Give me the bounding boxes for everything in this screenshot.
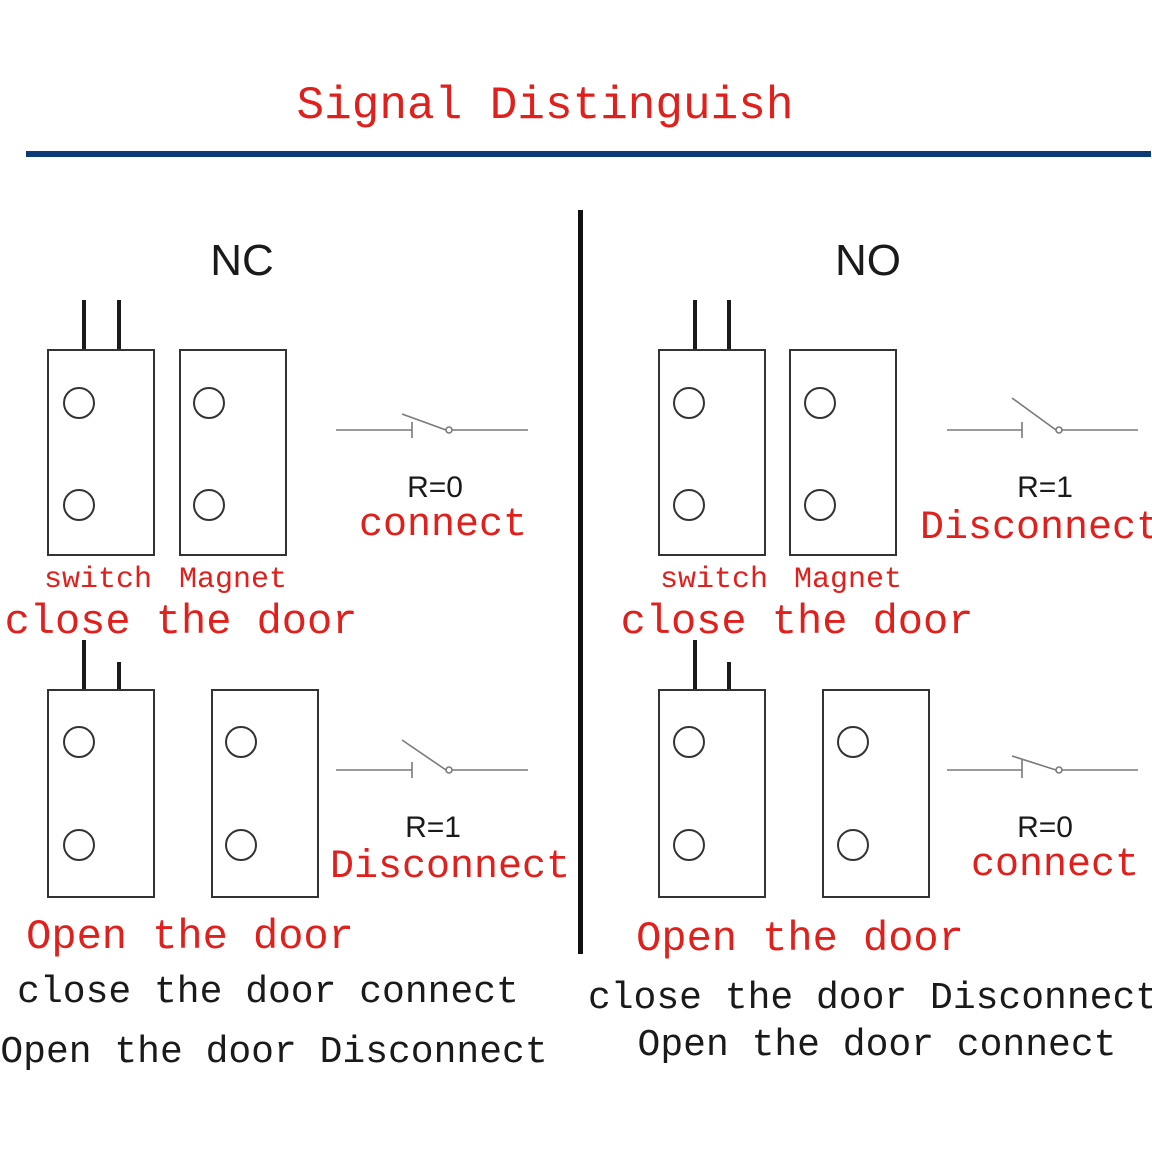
nc-open-switch <box>47 640 155 898</box>
nc-heading: NC <box>210 236 274 285</box>
no-magnet-label: Magnet <box>794 563 902 597</box>
title-rule <box>26 151 1151 157</box>
nc-summary-line-1: close the door connect <box>17 971 519 1014</box>
nc-closed-magnet <box>179 349 287 556</box>
nc-open-switch-symbol <box>336 739 528 778</box>
no-summary-line-1: close the door Disconnect <box>588 977 1152 1020</box>
no-open-caption: Open the door <box>636 915 964 963</box>
nc-closed-switch <box>47 300 155 556</box>
nc-closed-switch-symbol <box>336 413 528 438</box>
no-closed-state: Disconnect <box>920 506 1152 551</box>
nc-magnet-label: Magnet <box>179 563 287 597</box>
nc-switch-label: switch <box>44 563 152 597</box>
center-divider <box>578 210 583 954</box>
no-closed-switch <box>658 300 766 556</box>
no-closed-magnet <box>789 349 897 556</box>
no-open-magnet <box>822 689 930 898</box>
nc-closed-resistance: R=0 <box>407 471 463 504</box>
no-switch-label: switch <box>660 563 768 597</box>
no-closed-switch-symbol <box>947 397 1138 438</box>
no-closed-caption: close the door <box>621 598 974 646</box>
no-closed-resistance: R=1 <box>1017 471 1073 504</box>
no-open-resistance: R=0 <box>1017 811 1073 844</box>
no-summary-line-2: Open the door connect <box>638 1024 1117 1067</box>
no-open-switch <box>658 640 766 898</box>
no-open-state: connect <box>971 843 1139 888</box>
nc-open-caption: Open the door <box>26 913 354 961</box>
nc-open-state: Disconnect <box>330 845 570 890</box>
nc-open-resistance: R=1 <box>405 811 461 844</box>
diagram-title: Signal Distinguish <box>297 80 794 132</box>
nc-closed-state: connect <box>359 503 527 548</box>
no-heading: NO <box>835 236 901 285</box>
nc-closed-caption: close the door <box>5 598 358 646</box>
nc-open-magnet <box>211 689 319 898</box>
nc-summary-line-2: Open the door Disconnect <box>0 1031 547 1074</box>
no-open-switch-symbol <box>947 755 1138 778</box>
